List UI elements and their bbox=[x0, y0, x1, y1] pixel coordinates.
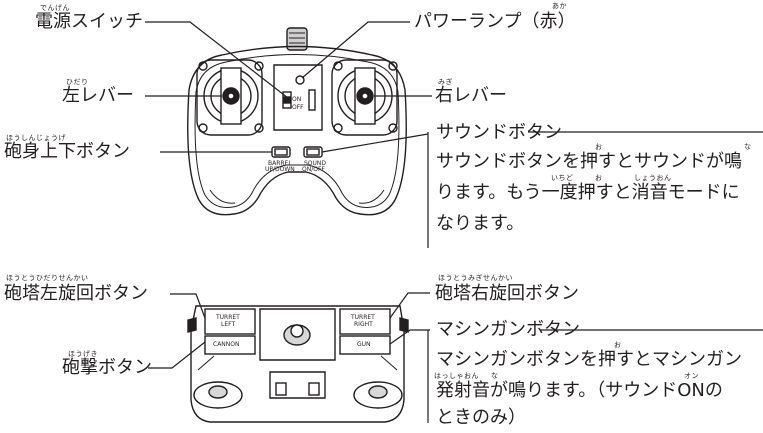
machinegun-callout-title: マシンガンボタン bbox=[436, 319, 580, 340]
device-turret-left-2: LEFT bbox=[221, 321, 236, 328]
barrel-button-label: 砲身上下ボタン bbox=[4, 141, 130, 162]
device-turret-right-2: RIGHT bbox=[354, 321, 373, 328]
sound-callout-title: サウンドボタン bbox=[436, 122, 562, 143]
device-turret-right-1: TURRET bbox=[351, 314, 375, 321]
sound-ruby-press: お bbox=[595, 143, 603, 151]
sound-ruby-ring: な bbox=[744, 143, 752, 151]
machinegun-ruby-press: お bbox=[614, 341, 622, 349]
sound-callout-line-3: なります。 bbox=[436, 213, 525, 234]
turret-right-ruby: ほうとうみぎせんかい bbox=[438, 274, 513, 282]
machinegun-ruby-ring: な bbox=[491, 372, 499, 380]
controller-front-view bbox=[187, 305, 409, 423]
power-switch-label: 電源スイッチ bbox=[35, 11, 143, 32]
device-on-text: ON bbox=[292, 96, 302, 103]
sound-ruby-mute: しょうおん bbox=[634, 174, 672, 182]
device-sound-text-1: SOUND bbox=[304, 160, 327, 167]
sound-callout-line-2: ります。もう一度押すと消音モードに bbox=[436, 182, 740, 203]
left-lever-ruby: ひだり bbox=[66, 78, 89, 86]
device-barrel-text-2: UP/DOWN bbox=[265, 166, 295, 173]
right-lever-label: 右レバー bbox=[435, 85, 507, 106]
machinegun-ruby-fire: はっしゃおん bbox=[434, 372, 479, 380]
machinegun-callout-line-3: ときのみ） bbox=[436, 407, 526, 428]
power-lamp-label: パワーランプ（赤） bbox=[414, 11, 576, 32]
leader-lines bbox=[145, 21, 763, 423]
turret-left-ruby: ほうとうひだりせんかい bbox=[6, 274, 89, 282]
barrel-button-ruby: ほうしんじょうげ bbox=[6, 134, 66, 142]
machinegun-ruby-on: オン bbox=[684, 372, 699, 380]
device-sound-text-2: ON/OFF bbox=[302, 166, 325, 173]
power-switch-ruby: でんげん bbox=[40, 4, 70, 12]
sound-ruby-once: いちど bbox=[551, 174, 574, 182]
machinegun-callout-line-2: 発射音が鳴ります。（サウンドONの bbox=[436, 380, 723, 401]
device-gun-text: GUN bbox=[357, 341, 371, 348]
cannon-button-ruby: ほうげき bbox=[68, 350, 98, 358]
device-turret-left-1: TURRET bbox=[216, 314, 240, 321]
turret-left-label: 砲塔左旋回ボタン bbox=[4, 283, 148, 304]
device-barrel-text-1: BARREL bbox=[268, 160, 292, 167]
turret-right-label: 砲塔右旋回ボタン bbox=[435, 283, 579, 304]
device-cannon-text: CANNON bbox=[213, 341, 240, 348]
controller-top-view bbox=[187, 27, 407, 216]
right-lever-ruby: みぎ bbox=[438, 78, 453, 86]
diagram-canvas bbox=[145, 21, 763, 423]
left-lever-label: 左レバー bbox=[62, 85, 134, 106]
sound-callout-line-1: サウンドボタンを押すとサウンドが鳴 bbox=[436, 151, 742, 172]
sound-ruby-press2: お bbox=[595, 174, 603, 182]
cannon-button-label: 砲撃ボタン bbox=[62, 357, 152, 378]
power-lamp-ruby: あか bbox=[552, 2, 567, 10]
machinegun-callout-line-1: マシンガンボタンを押すとマシンガン bbox=[436, 349, 742, 370]
device-off-text: OFF bbox=[292, 104, 304, 111]
